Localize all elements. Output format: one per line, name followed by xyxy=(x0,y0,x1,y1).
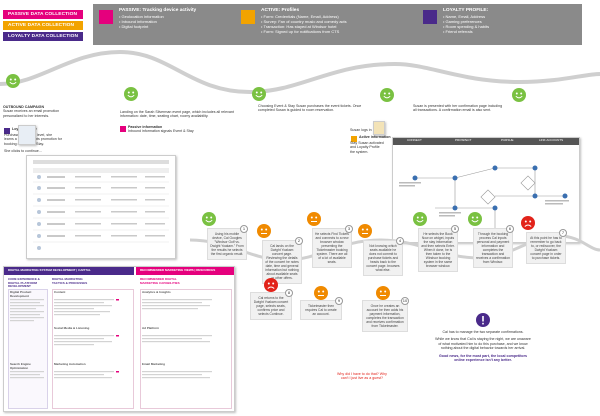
step-number: 8 xyxy=(285,289,293,297)
header-active: ACTIVE: Profiles Form: Credentials (Name… xyxy=(261,8,421,34)
strategy-section: Email Marketing xyxy=(142,362,166,366)
strategy-section: Search Engine Optimization xyxy=(10,362,31,370)
strategy-title: DIGITAL MARKETING SYSTEM DEVELOPMENT | C… xyxy=(8,268,91,272)
journey-card-text: He selects the Book Now on widget, input… xyxy=(421,232,455,268)
passive-icon xyxy=(99,10,113,24)
data-table-document xyxy=(26,155,176,259)
strategy-col-2: DIGITAL MARKETING TACTICS & PROCESSES xyxy=(52,277,88,285)
header-loyalty: LOYALTY PROFILE: Name, Email, Address Ga… xyxy=(443,8,573,34)
step-number: 9 xyxy=(335,297,343,305)
flow-col-connect: CONNECT xyxy=(407,138,422,142)
strategy-document: DIGITAL MARKETING SYSTEM DEVELOPMENT | C… xyxy=(3,266,235,412)
neutral-face-icon xyxy=(257,224,271,243)
journey-card-text: Using his mobile device, Cal Googles "Wi… xyxy=(210,232,244,256)
caption-passive: Passive information Inbound information … xyxy=(128,125,194,134)
happy-face-icon xyxy=(512,88,526,102)
caption-confirmation: Susan is presented with her confirmation… xyxy=(413,104,503,113)
flow-col-prospect: PROSPECT xyxy=(455,138,472,142)
passive-marker-icon xyxy=(120,126,126,132)
strategy-section: Content xyxy=(54,290,66,294)
legend-passive: PASSIVE DATA COLLECTION xyxy=(3,10,83,19)
journey-card-text: He selects Find Tickets and connects to … xyxy=(315,232,349,264)
active-icon xyxy=(241,10,255,24)
strategy-section: Marketing Automation xyxy=(54,362,86,366)
strategy-section: Social Media & Listening xyxy=(54,326,90,330)
journey-wave xyxy=(0,49,600,95)
profile-thumbnail xyxy=(373,121,385,135)
step-number: 6 xyxy=(506,225,514,233)
loyalty-marker-icon xyxy=(4,128,10,134)
strategy-col-3: RECOMMENDED DIGITAL MARKETING CAPABILITI… xyxy=(140,277,180,285)
step-number: 2 xyxy=(295,237,303,245)
happy-face-icon xyxy=(413,212,427,231)
journey-card-text: Not knowing which seats available he doe… xyxy=(366,244,400,272)
caption-active: Active information xyxy=(359,135,391,139)
sad-face-icon xyxy=(264,278,278,297)
step-number: 1 xyxy=(240,225,248,233)
strategy-section: Ad Platform xyxy=(142,326,160,330)
happy-face-icon xyxy=(202,212,216,231)
happy-face-icon xyxy=(468,212,482,231)
journey-card-text: Cal returns to the Dwight Yoakam concert… xyxy=(253,296,289,316)
strategy-right-title: RECOMMENDED MARKETING VIEWS | RESOURCES xyxy=(140,268,216,272)
email-thumbnail xyxy=(18,125,36,145)
step-number: 3 xyxy=(345,225,353,233)
journey-card-text: At this point he has to remember to go b… xyxy=(530,236,562,260)
neutral-face-icon xyxy=(358,224,372,243)
data-types-header: PASSIVE: Tracking device activity Geoloc… xyxy=(93,4,582,45)
sad-face-icon xyxy=(521,216,535,235)
legend-loyalty: LOYALTY DATA COLLECTION xyxy=(3,32,83,41)
strategy-section: Analytics & Insights xyxy=(142,290,171,294)
flow-col-link: LINK ACCOUNTS xyxy=(539,138,564,142)
journey-card-text: Ticketmaster then requires Cal to create… xyxy=(305,304,337,316)
caption-purchase: Choosing Event & Stay Susan purchases th… xyxy=(258,104,362,113)
step-number: 4 xyxy=(396,237,404,245)
happy-face-icon xyxy=(6,74,20,88)
legend-active: ACTIVE DATA COLLECTION xyxy=(3,21,83,30)
strategy-section: Digital Product Development xyxy=(10,290,32,298)
summary-text: Cal has to manage the two separate confi… xyxy=(435,330,531,363)
caption-active-more: Stay Susan activated and Loyalty Profile… xyxy=(350,141,384,154)
happy-face-icon xyxy=(252,87,266,101)
journey-card-text: Cal lands on the Dwight Yoakam concert p… xyxy=(265,244,299,280)
alert-icon xyxy=(476,313,490,327)
neutral-face-icon xyxy=(307,212,321,231)
loyalty-icon xyxy=(423,10,437,24)
strategy-col-1: CORE EXPERIENCE & DIGITAL PLATFORM DEVEL… xyxy=(8,277,40,289)
neutral-face-icon xyxy=(376,286,390,305)
journey-card-text: Through the booking process Cal inputs p… xyxy=(476,232,510,264)
happy-face-icon xyxy=(380,88,394,102)
step-number: 5 xyxy=(451,225,459,233)
step-number: 7 xyxy=(559,229,567,237)
question-note: Why did I have to do that? Why can't I j… xyxy=(337,372,387,381)
neutral-face-icon xyxy=(314,286,328,305)
caption-login: Susan logs in xyxy=(350,128,372,132)
header-passive: PASSIVE: Tracking device activity Geoloc… xyxy=(119,8,239,29)
caption-landing: Landing on the Sarah Silverman event pag… xyxy=(120,110,234,119)
active-marker-icon xyxy=(351,136,357,142)
flow-col-pursue: PURSUE xyxy=(501,138,514,142)
happy-face-icon xyxy=(124,87,138,101)
journey-card-text: Once he creates an account he then adds … xyxy=(366,304,404,328)
caption-outbound: OUTBOUND CAMPAIGN Susan receives an emai… xyxy=(3,105,60,118)
step-number: 10 xyxy=(401,297,409,305)
